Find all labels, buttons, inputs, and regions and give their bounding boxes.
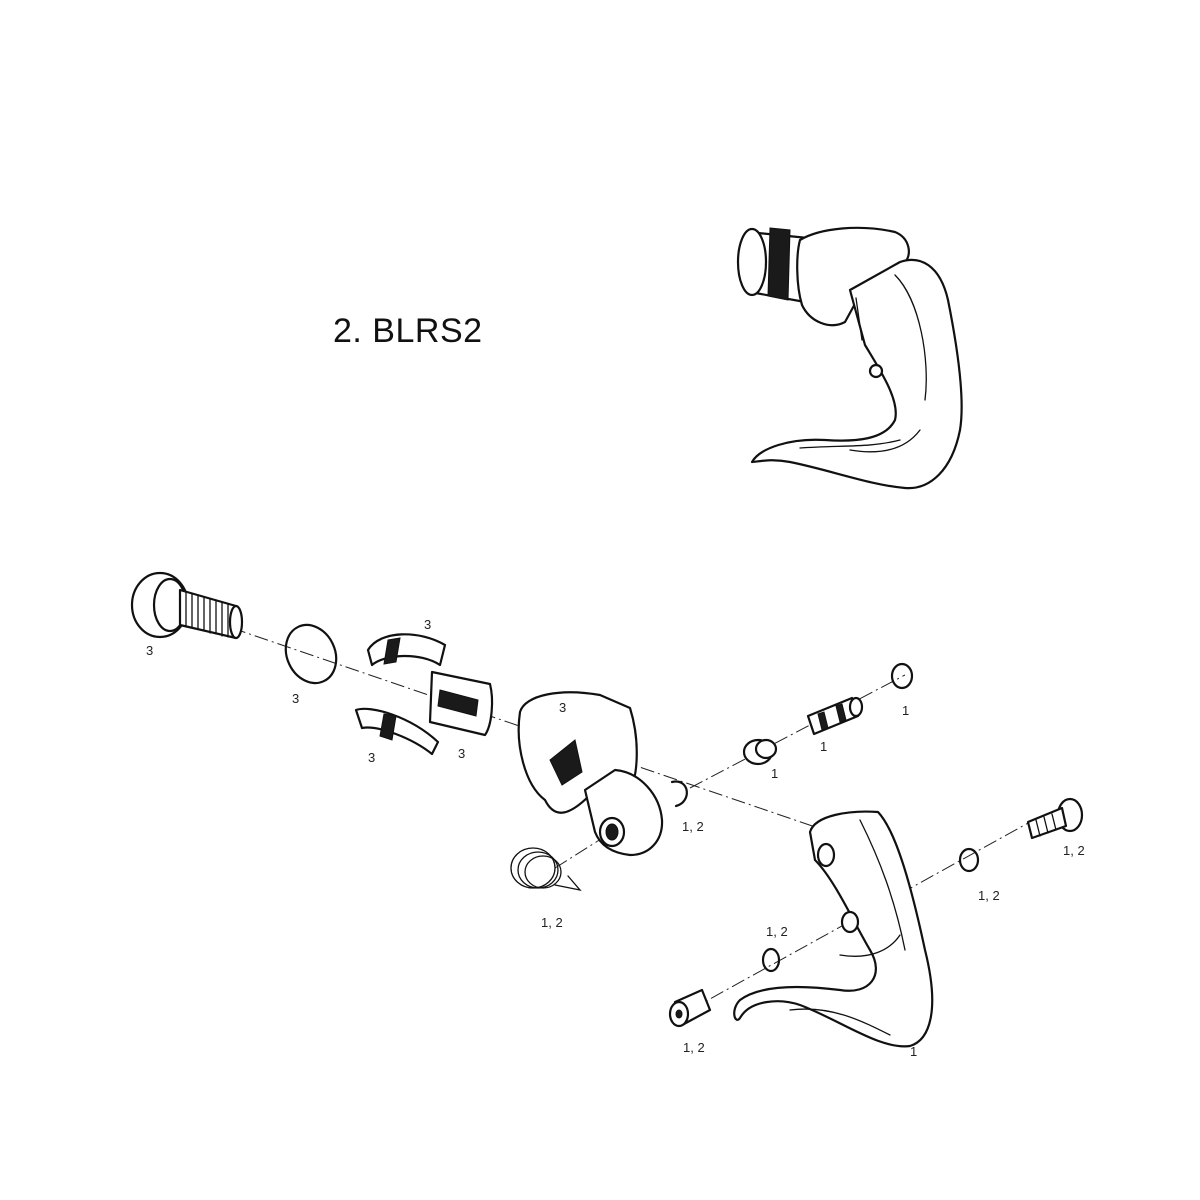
diagram-title: 2. BLRS2 [333,312,483,350]
callout-clip: 1, 2 [682,819,704,834]
callout-oring: 3 [292,691,299,706]
callout-shim-bottom-left: 3 [368,750,375,765]
clamp-shim-bottom-left [354,707,440,756]
callout-bolt: 3 [146,643,153,658]
pivot-nut [668,988,712,1028]
bushing [742,738,778,766]
clamp-bolt [130,571,244,640]
barrel-adjuster [806,696,864,736]
callout-washer-left: 1, 2 [766,924,788,939]
callout-lever: 1 [910,1044,917,1059]
clamp-body [517,691,664,857]
clamp-shim-top [366,633,447,667]
callout-washer-right: 1, 2 [978,888,1000,903]
brake-lever-blade [733,810,934,1048]
callout-pivot-screw: 1, 2 [1063,843,1085,858]
callout-barrel-adjuster: 1 [820,739,827,754]
pivot-washer-left [761,947,781,973]
callout-shim-top: 3 [424,617,431,632]
o-ring [284,623,338,685]
callout-bushing: 1 [771,766,778,781]
callout-pivot-nut: 1, 2 [683,1040,705,1055]
end-washer [890,662,914,690]
assembly-axis-barrel [689,674,906,789]
callout-end-washer: 1 [902,703,909,718]
pivot-washer-right [958,847,980,873]
return-spring [510,847,582,892]
callout-shim-bottom-right: 3 [458,746,465,761]
callout-clamp-body: 3 [559,700,566,715]
assembled-brake-lever [736,226,963,490]
pivot-screw [1026,797,1084,840]
clamp-shim-bottom-right [428,670,494,737]
callout-spring: 1, 2 [541,915,563,930]
c-clip [670,780,688,808]
